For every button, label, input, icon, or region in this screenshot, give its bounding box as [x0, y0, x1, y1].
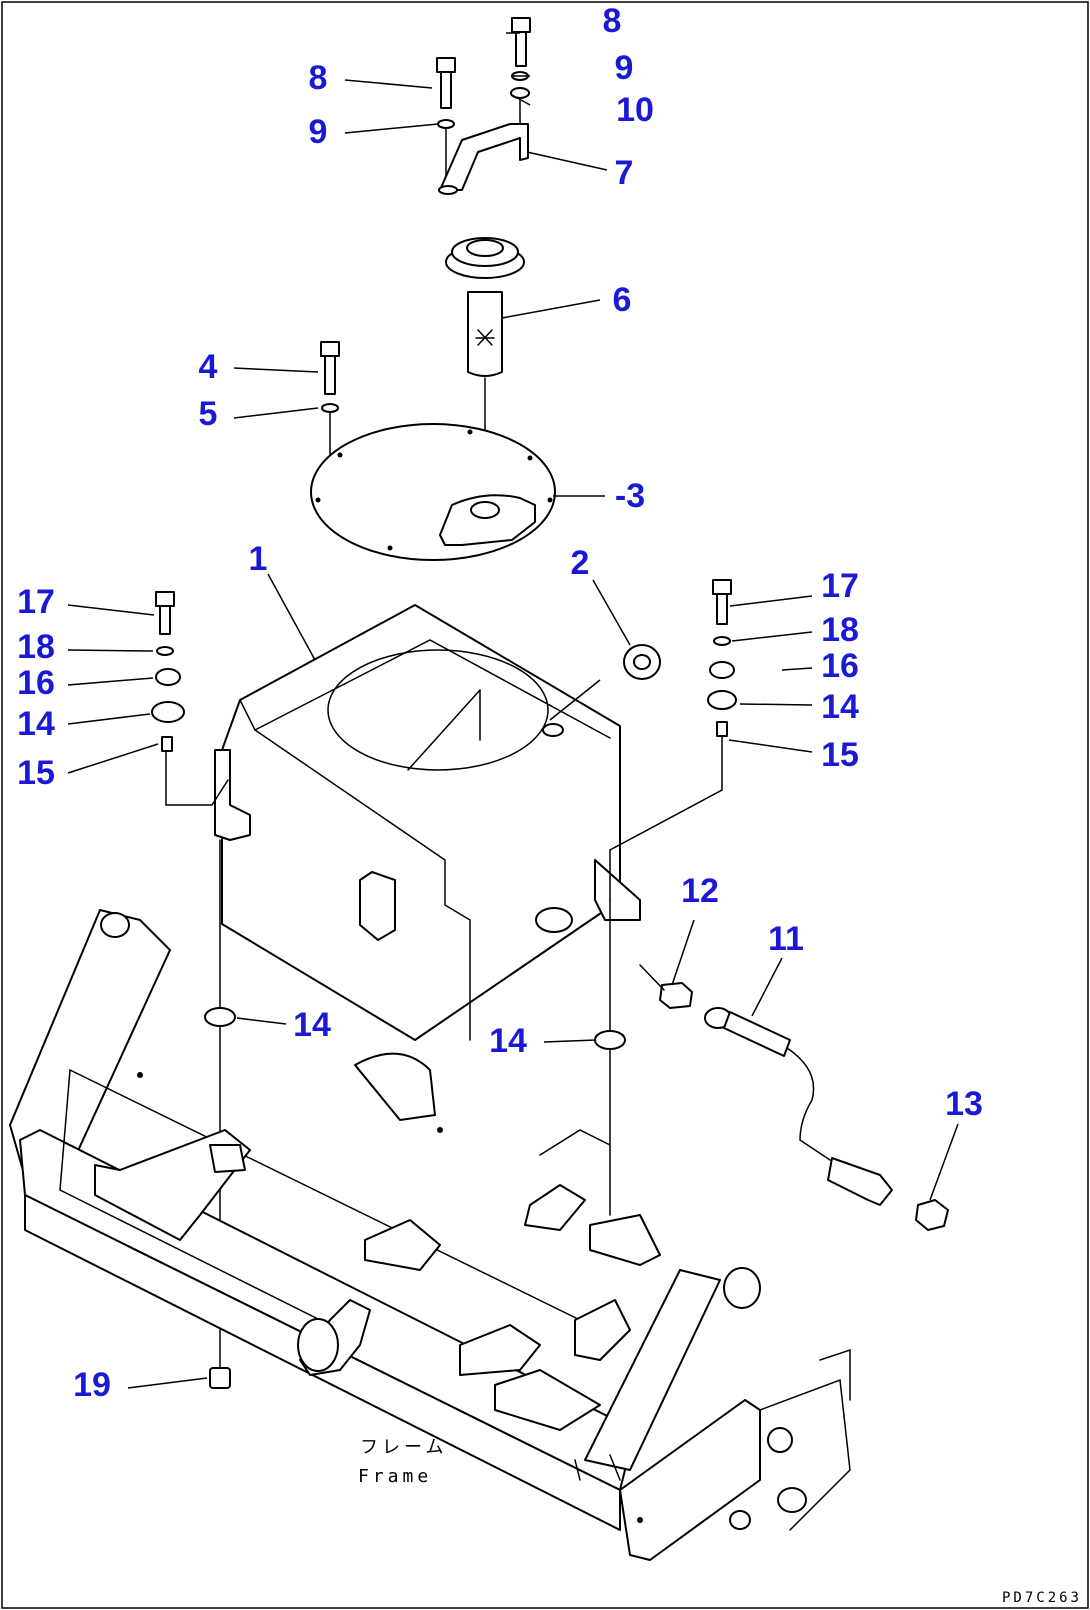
callout-3: -3	[615, 477, 645, 515]
callout-6: 6	[613, 281, 632, 319]
callout-12: 12	[681, 872, 719, 910]
callout-17: 17	[17, 583, 55, 621]
grommet-2	[623, 644, 661, 680]
callout-13: 13	[945, 1085, 983, 1123]
callout-2: 2	[571, 544, 590, 582]
callout-9: 9	[309, 113, 328, 151]
callout-15: 15	[821, 736, 859, 774]
callout-14: 14	[293, 1006, 331, 1044]
callout-10: 10	[616, 91, 654, 129]
cover-plate-3	[310, 423, 556, 561]
leader-lines	[67, 32, 959, 1389]
frame-label-english: Frame	[358, 1466, 432, 1487]
callout-9: 9	[615, 49, 634, 87]
bolt-4	[320, 341, 340, 395]
washer-9-left	[437, 119, 455, 129]
frame-label-japanese: フレーム	[360, 1437, 447, 1458]
hose-11	[704, 1007, 893, 1206]
bracket-7	[439, 123, 529, 191]
callout-17: 17	[821, 567, 859, 605]
callouts: 8 8 9 9 10 7 6 4 5 -3 1 2 17 18 16 14 15…	[17, 2, 983, 1404]
callout-5: 5	[199, 395, 218, 433]
machine-frame	[9, 909, 851, 1561]
mount-stack-right	[609, 579, 737, 901]
nut-13	[915, 1199, 949, 1231]
callout-7: 7	[615, 154, 634, 192]
mount-stack-left	[151, 591, 229, 806]
callout-18: 18	[17, 628, 55, 666]
callout-18: 18	[821, 611, 859, 649]
bolt-8-left	[436, 57, 456, 109]
callout-14: 14	[821, 688, 859, 726]
nut-19	[209, 1367, 231, 1389]
washer-14-lower-left	[204, 1007, 236, 1027]
washer-5	[321, 403, 339, 413]
callout-19: 19	[73, 1366, 111, 1404]
fitting-12	[639, 964, 693, 1009]
callout-8: 8	[309, 59, 328, 97]
callout-14: 14	[489, 1022, 527, 1060]
callout-11: 11	[768, 920, 804, 958]
callout-16: 16	[821, 647, 859, 685]
callout-8: 8	[603, 2, 622, 40]
callout-16: 16	[17, 664, 55, 702]
tank-1	[214, 604, 641, 1041]
washer-14-lower-right	[594, 1030, 626, 1050]
bolt-8-right	[511, 17, 531, 67]
drawing-code: PD7C263	[1002, 1590, 1082, 1606]
callout-14: 14	[17, 705, 55, 743]
callout-15: 15	[17, 754, 55, 792]
callout-4: 4	[199, 348, 218, 386]
bracket-assembly	[436, 17, 531, 195]
callout-1: 1	[249, 540, 268, 578]
